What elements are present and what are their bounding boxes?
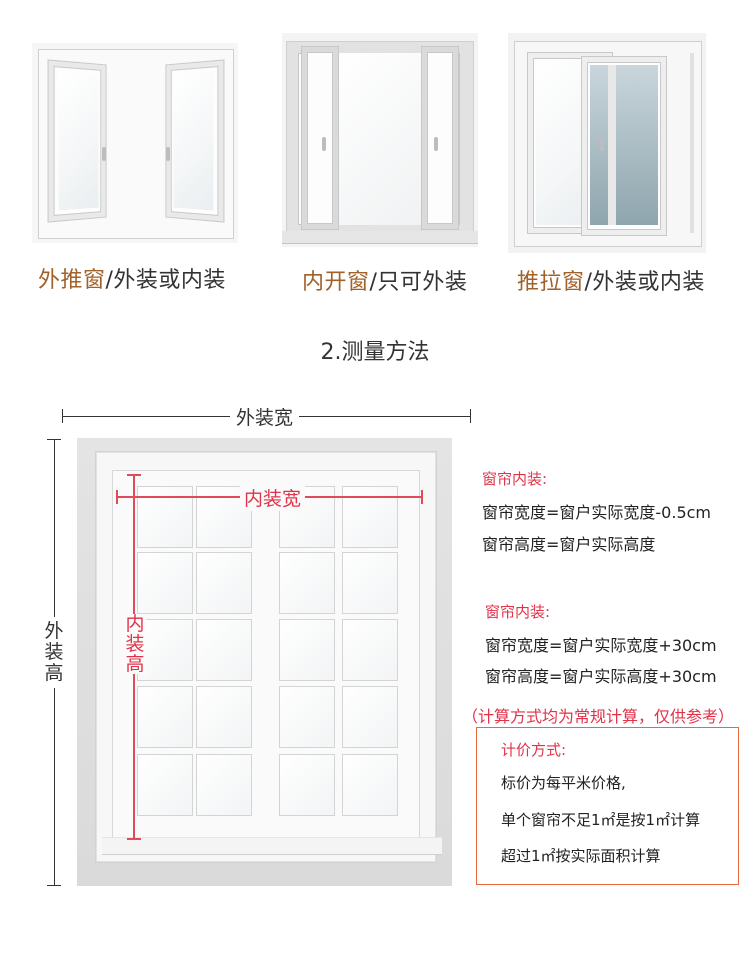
inner-height-label: 内 装 高 bbox=[124, 614, 146, 674]
window-pane bbox=[196, 754, 252, 816]
formula-line: 窗帘高度=窗户实际高度 bbox=[482, 531, 655, 555]
inner-width-label: 内装宽 bbox=[240, 484, 305, 511]
window-pane bbox=[196, 552, 252, 614]
handle-icon bbox=[102, 147, 106, 161]
pricing-line: 单个窗帘不足1㎡是按1㎡计算 bbox=[501, 809, 700, 830]
outer-width-label: 外装宽 bbox=[230, 403, 299, 430]
pricing-box: 计价方式: 标价为每平米价格, 单个窗帘不足1㎡是按1㎡计算 超过1㎡按实际面积… bbox=[476, 727, 739, 885]
window-pane bbox=[137, 686, 193, 748]
handle-icon bbox=[166, 147, 170, 161]
pricing-line: 标价为每平米价格, bbox=[501, 772, 626, 793]
section-title: 2.测量方法 bbox=[0, 334, 750, 366]
pricing-title: 计价方式: bbox=[501, 739, 566, 760]
outer-height-label: 外 装 高 bbox=[42, 617, 66, 688]
pricing-line: 超过1㎡按实际面积计算 bbox=[501, 845, 661, 866]
formula-line: 窗帘宽度=窗户实际宽度+30cm bbox=[485, 632, 717, 656]
window-pane bbox=[342, 619, 398, 681]
formula-line: 窗帘高度=窗户实际高度+30cm bbox=[485, 663, 717, 687]
window-pane bbox=[342, 686, 398, 748]
window-pane bbox=[279, 619, 335, 681]
window-pane bbox=[342, 552, 398, 614]
handle-icon bbox=[322, 137, 326, 151]
formula-title: 窗帘内装: bbox=[482, 468, 547, 489]
formula-line: 窗帘宽度=窗户实际宽度-0.5cm bbox=[482, 499, 711, 523]
casement-outward-photo bbox=[32, 43, 238, 243]
sliding-window-photo bbox=[508, 33, 706, 253]
window-pane bbox=[342, 754, 398, 816]
window-pane bbox=[279, 686, 335, 748]
window-pane bbox=[196, 686, 252, 748]
window-pane bbox=[196, 619, 252, 681]
window-pane bbox=[279, 552, 335, 614]
left-sash bbox=[302, 47, 338, 229]
window-pane bbox=[279, 754, 335, 816]
window-sill bbox=[102, 838, 442, 854]
window-type-caption: 外推窗/外装或内装 bbox=[38, 262, 226, 294]
handle-icon bbox=[600, 137, 604, 151]
formula-title: 窗帘内装: bbox=[485, 601, 550, 622]
handle-icon bbox=[434, 137, 438, 151]
calculation-note: （计算方式均为常规计算，仅供参考） bbox=[462, 703, 734, 727]
window-pane bbox=[137, 754, 193, 816]
right-sash bbox=[422, 47, 458, 229]
casement-inward-photo bbox=[282, 33, 478, 247]
window-type-caption: 内开窗/只可外装 bbox=[302, 264, 467, 296]
window-type-caption: 推拉窗/外装或内装 bbox=[517, 264, 705, 296]
window-pane bbox=[137, 552, 193, 614]
